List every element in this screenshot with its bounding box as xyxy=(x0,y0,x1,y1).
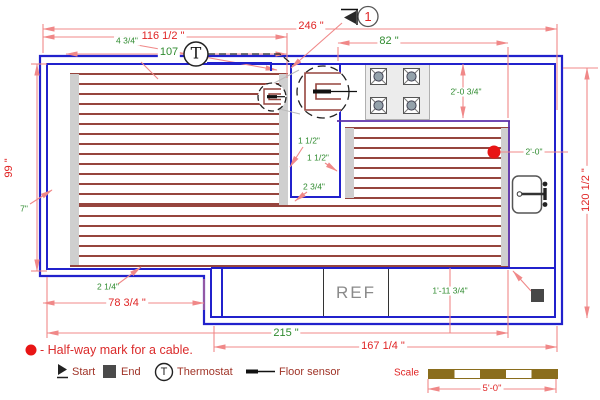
dim-island-gap-right: 1 1/2" xyxy=(305,152,331,163)
dim-edge-gap: 2 1/4" xyxy=(97,281,119,292)
burner-icon xyxy=(403,97,420,114)
end-marker-icon xyxy=(531,289,544,302)
detail-number-circle xyxy=(357,5,379,28)
dim-right-cable-width: 82 " xyxy=(377,35,401,48)
dim-halfway-offset: 2'-0" xyxy=(523,146,545,157)
cable-field-bottom xyxy=(70,205,510,267)
dim-island-gap-left: 1 1/2" xyxy=(296,135,322,146)
dim-island-gap-bottom: 2 3/4" xyxy=(301,181,327,192)
cold-lead-line xyxy=(207,62,272,71)
dim-left-section: 116 1/2 " xyxy=(139,30,187,43)
scale-value: 5'-0" xyxy=(480,383,504,395)
legend-thermostat-label: Thermostat xyxy=(177,366,233,378)
scale-bar xyxy=(428,369,558,379)
thermostat-icon xyxy=(183,41,209,67)
legend-icons xyxy=(25,344,275,382)
refrigerator-label: REF xyxy=(336,283,376,302)
wall-outline xyxy=(38,54,564,326)
dim-right-height: 120 1/2 " xyxy=(580,166,593,214)
dim-bottom-right-width: 167 1/4 " xyxy=(359,340,407,353)
dim-cable-area-width: 107 xyxy=(157,46,181,59)
halfway-legend-dot xyxy=(25,344,37,356)
end-legend-icon xyxy=(103,365,116,378)
cable-turns-right xyxy=(501,128,510,266)
start-marker-icon xyxy=(341,8,358,25)
start-legend-icon xyxy=(57,364,68,379)
legend-halfway-label: - Half-way mark for a cable. xyxy=(40,343,193,357)
cable-field-right xyxy=(345,127,510,199)
thermostat-label: T xyxy=(190,43,202,63)
dim-wall-gap: 4 3/4" xyxy=(114,35,140,46)
dim-bottom-width: 215 " xyxy=(271,327,301,340)
cable-turns-mid-left xyxy=(345,128,354,198)
dim-counter-depth-bottom: 1'-11 3/4" xyxy=(430,285,470,296)
legend-thermostat-letter: T xyxy=(160,365,168,378)
thermostat-legend-icon xyxy=(154,362,174,382)
cable-field-left xyxy=(70,73,288,206)
sensor-wire-dashed xyxy=(208,53,294,66)
sensor-detail-zoom xyxy=(296,65,357,119)
scale-label: Scale xyxy=(393,367,419,379)
dim-left-height: 99 " xyxy=(3,158,16,178)
refrigerator: REF xyxy=(323,268,389,318)
legend-end-label: End xyxy=(121,366,141,378)
legend-start-label: Start xyxy=(72,366,96,378)
sink-icon xyxy=(511,175,548,214)
cable-turns-left xyxy=(70,74,79,265)
burner-icon xyxy=(403,68,420,85)
legend-floor-sensor-label: Floor sensor xyxy=(279,366,341,378)
dim-loop-spacing: 7" xyxy=(20,203,28,214)
counter-lines xyxy=(211,267,555,317)
sensor-location-detail xyxy=(257,82,287,112)
burner-icon xyxy=(370,97,387,114)
dim-counter-depth-top: 2'-0 3/4" xyxy=(448,86,484,97)
halfway-dot xyxy=(487,145,501,159)
dim-bottom-left-width: 78 3/4 " xyxy=(106,297,148,310)
detail-number-label: 1 xyxy=(364,9,372,25)
cable-turns-mid-right xyxy=(279,74,288,205)
burner-icon xyxy=(370,68,387,85)
heated-area-boundary xyxy=(337,120,510,267)
dim-total-width: 246 " xyxy=(296,20,326,33)
